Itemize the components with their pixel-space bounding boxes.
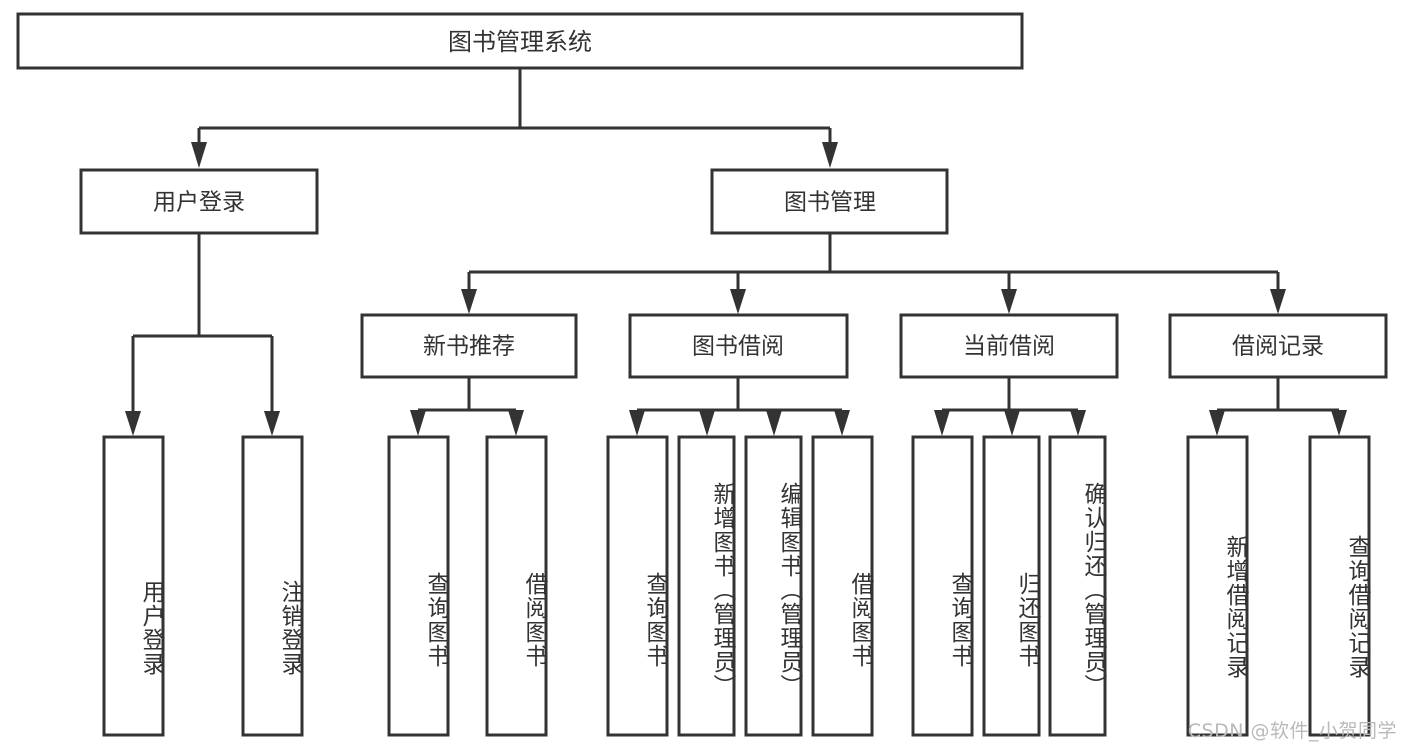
current-borrow-label: 当前借阅: [963, 334, 1055, 360]
leaf-box-logout[interactable]: [241, 435, 304, 737]
book-borrow-box[interactable]: [628, 313, 849, 379]
arrow-head-icon: [1209, 410, 1225, 436]
arrow-head-icon: [730, 289, 746, 314]
leaf-box-query-book-2[interactable]: [606, 435, 669, 737]
node-book-management[interactable]: 图书管理: [710, 168, 949, 235]
connector-root-to-level2: [191, 68, 838, 168]
arrow-head-icon: [1004, 410, 1020, 436]
leaf-box-query-borrow-record[interactable]: [1308, 435, 1371, 737]
leaf-box-return-book[interactable]: [982, 435, 1041, 737]
arrow-head-icon: [461, 289, 477, 314]
borrow-record-label: 借阅记录: [1232, 334, 1324, 360]
leaf-box-edit-book-admin[interactable]: [744, 435, 803, 737]
arrow-head-icon: [264, 411, 280, 436]
arrow-head-icon: [508, 410, 524, 436]
node-borrow-record[interactable]: 借阅记录: [1168, 313, 1388, 379]
arrow-head-icon: [191, 142, 207, 168]
connector-new-book-recommend-to-leaves: [410, 377, 524, 436]
arrow-head-icon: [125, 411, 141, 436]
leaf-box-confirm-return[interactable]: [1048, 435, 1107, 737]
connector-book-management-to-level3: [461, 233, 1286, 314]
leaf-boxes: [102, 435, 1371, 737]
book-borrow-label: 图书借阅: [692, 334, 784, 360]
arrow-head-icon: [1070, 410, 1086, 436]
node-current-borrow[interactable]: 当前借阅: [899, 313, 1119, 379]
node-root[interactable]: 图书管理系统: [16, 12, 1024, 70]
arrow-head-icon: [1270, 289, 1286, 314]
node-user-login[interactable]: 用户登录: [79, 168, 319, 235]
connector-borrow-record-to-leaves: [1209, 377, 1347, 436]
leaf-box-add-book-admin[interactable]: [677, 435, 736, 737]
arrow-head-icon: [699, 410, 715, 436]
book-management-label: 图书管理: [784, 190, 876, 216]
user-login-label: 用户登录: [153, 190, 245, 216]
current-borrow-box[interactable]: [899, 313, 1119, 379]
new-book-recommend-label: 新书推荐: [423, 334, 515, 360]
connector-current-borrow-to-leaves: [934, 377, 1086, 436]
arrow-head-icon: [1331, 410, 1347, 436]
connector-book-borrow-to-leaves: [629, 377, 850, 436]
leaf-box-borrow-book-1[interactable]: [485, 435, 548, 737]
arrow-head-icon: [766, 410, 782, 436]
borrow-record-box[interactable]: [1168, 313, 1388, 379]
arrow-head-icon: [822, 142, 838, 168]
root-box[interactable]: [16, 12, 1024, 70]
book-management-box[interactable]: [710, 168, 949, 235]
csdn-watermark: CSDN @软件_小贺同学: [1187, 720, 1397, 742]
node-book-borrow[interactable]: 图书借阅: [628, 313, 849, 379]
new-book-recommend-box[interactable]: [360, 313, 578, 379]
arrow-head-icon: [934, 410, 950, 436]
arrow-head-icon: [1001, 289, 1017, 314]
leaf-box-user-login[interactable]: [102, 435, 165, 737]
node-new-book-recommend[interactable]: 新书推荐: [360, 313, 578, 379]
leaf-box-borrow-book-2[interactable]: [811, 435, 874, 737]
leaf-box-add-borrow-record[interactable]: [1186, 435, 1249, 737]
leaf-box-query-book-1[interactable]: [387, 435, 450, 737]
arrow-head-icon: [410, 410, 426, 436]
arrow-head-icon: [834, 410, 850, 436]
connector-user-login-to-leaves: [125, 233, 280, 436]
leaf-box-query-book-3[interactable]: [911, 435, 974, 737]
arrow-head-icon: [629, 410, 645, 436]
root-label: 图书管理系统: [448, 28, 592, 56]
